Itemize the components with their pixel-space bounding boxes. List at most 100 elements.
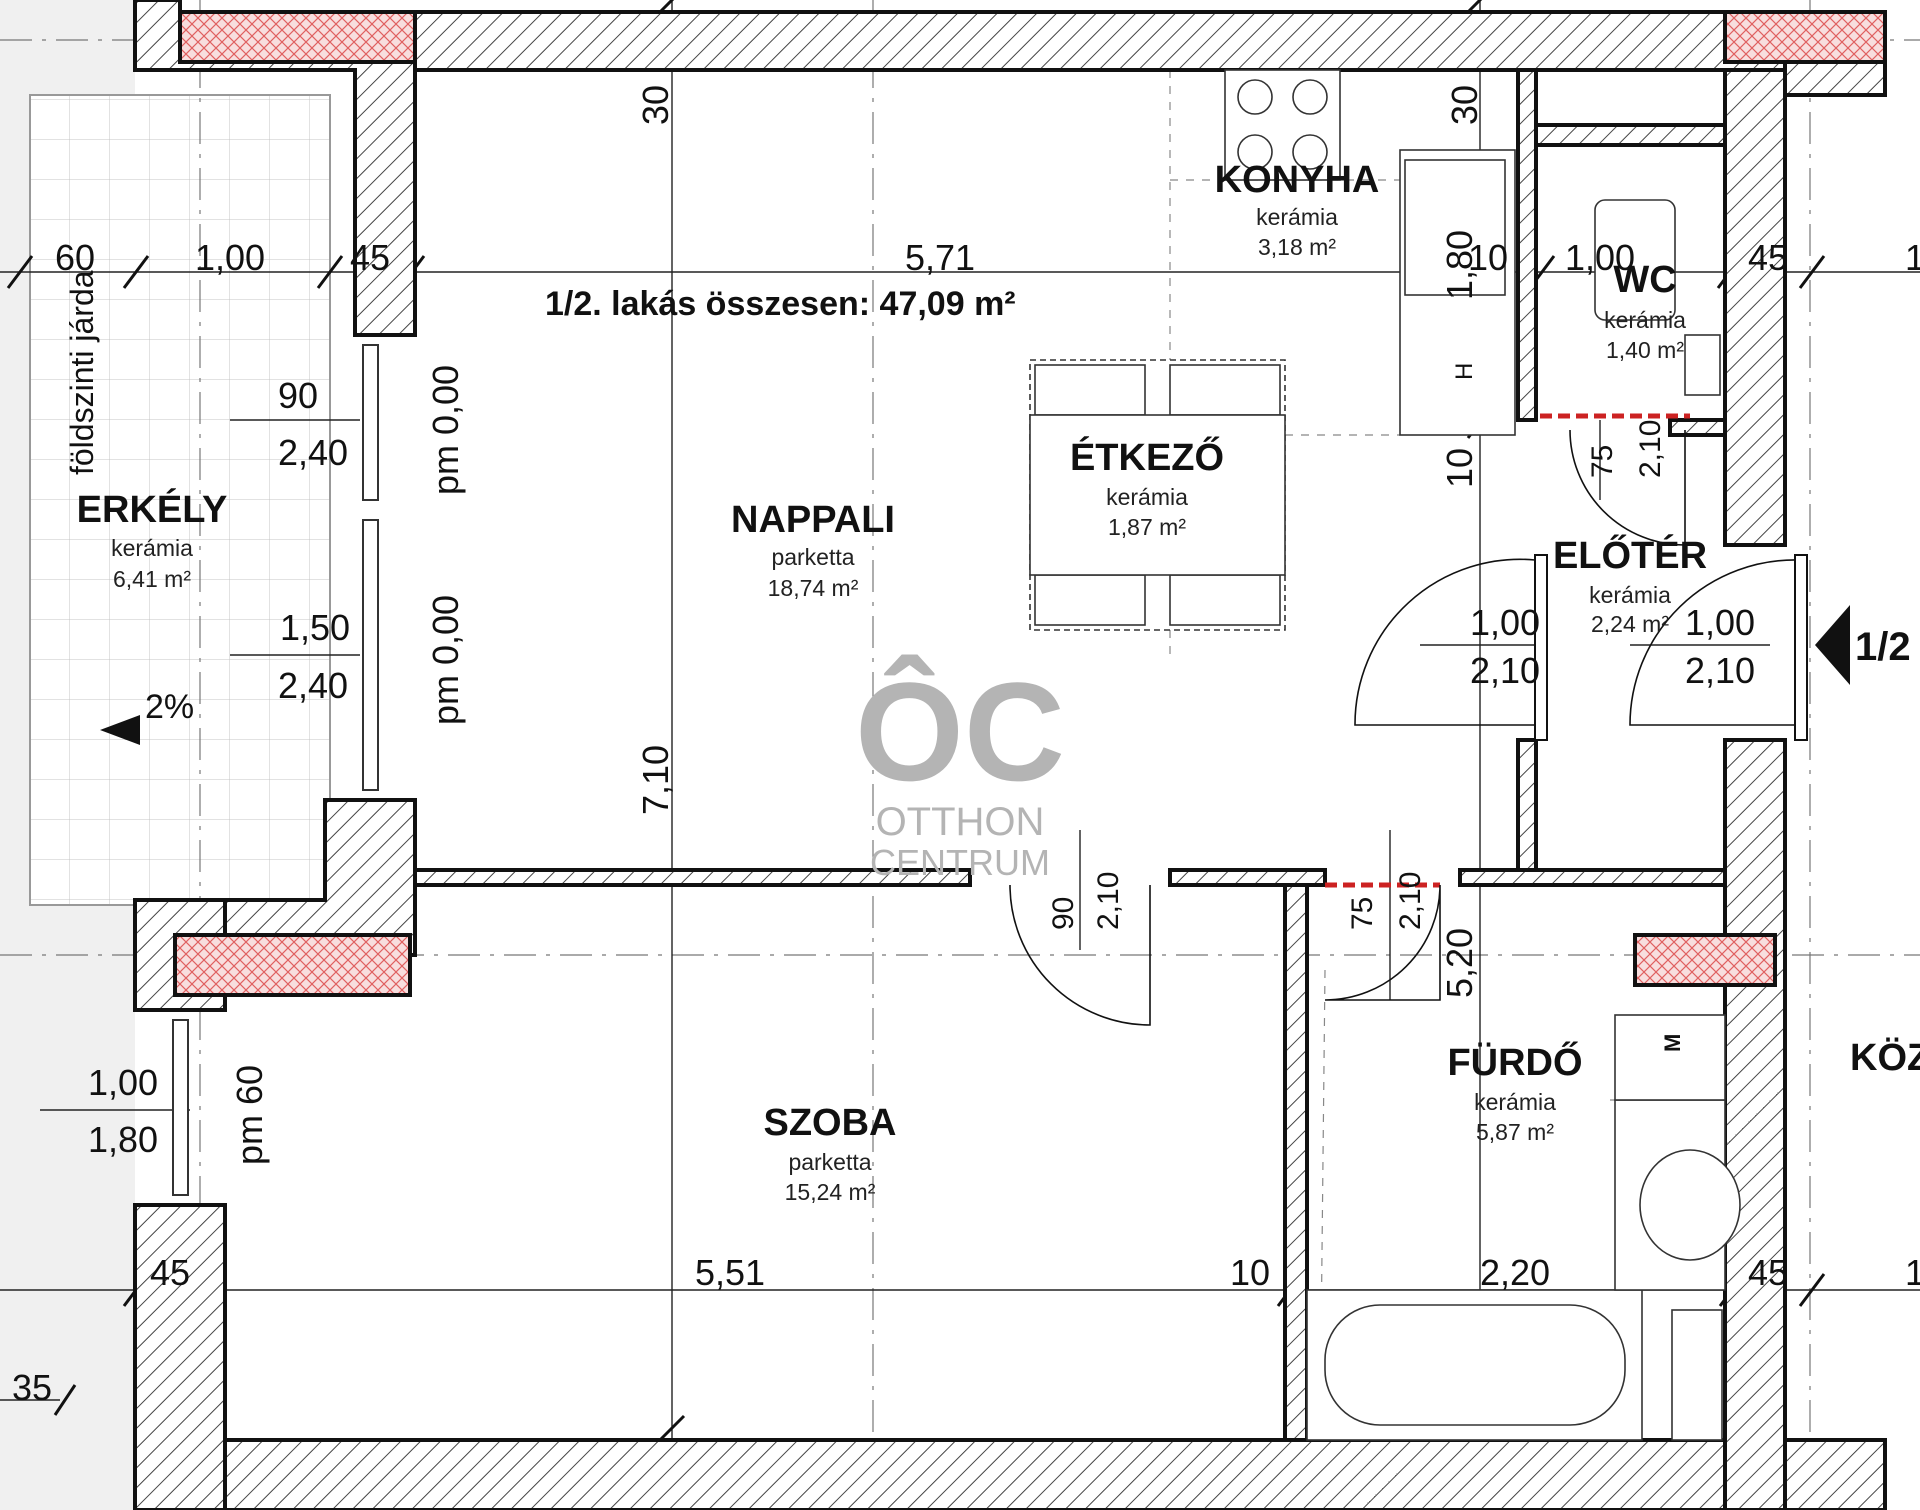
- dim-corner-35: 35: [12, 1367, 52, 1408]
- room-floor-erkely: kerámia: [111, 535, 193, 561]
- chimney-top-right: [1723, 10, 1887, 64]
- dim-entry-left-height: 2,10: [1470, 650, 1540, 691]
- dim-top-571: 5,71: [905, 237, 975, 278]
- wall-right-lower: [1723, 738, 1787, 1510]
- watermark-mark: ÔC: [855, 653, 1065, 810]
- watermark: ÔC OTTHON CENTRUM: [855, 653, 1065, 883]
- dim-wc-door-height: 2,10: [1634, 420, 1667, 478]
- dim-entry-right-width: 1,00: [1685, 602, 1755, 643]
- room-name-wc: WC: [1613, 259, 1676, 301]
- room-name-erkely: ERKÉLY: [77, 487, 228, 531]
- dim-wc-door-width: 75: [1586, 445, 1619, 478]
- dim-entry-left-width: 1,00: [1470, 602, 1540, 643]
- room-area-furdo: 5,87 m²: [1476, 1119, 1554, 1145]
- dim-kitchen-180: 1,80: [1439, 230, 1480, 300]
- dim-vertical-nappali: 7,10: [635, 745, 676, 815]
- window-balcony-2: [362, 519, 379, 791]
- chimney-left: [173, 933, 412, 997]
- dim-window2-height: 2,40: [278, 665, 348, 706]
- room-name-szoba: SZOBA: [764, 1102, 897, 1144]
- entrance-label: 1/2: [1855, 625, 1911, 669]
- room-floor-nappali: parketta: [771, 544, 854, 570]
- room-floor-eloter: kerámia: [1589, 582, 1671, 608]
- chimney-top-left: [178, 10, 417, 64]
- dim-window2-width: 1,50: [280, 607, 350, 648]
- dim-top-10: 10: [1468, 237, 1508, 278]
- dim-top-1: 1: [1905, 237, 1920, 278]
- windows: [172, 344, 379, 1196]
- room-area-eloter: 2,24 m²: [1591, 611, 1669, 637]
- door-sills: [1325, 413, 1690, 888]
- watermark-line2: CENTRUM: [870, 842, 1050, 883]
- room-name-etkezo: ÉTKEZŐ: [1070, 435, 1224, 479]
- dim-vertical-top-left: 30: [635, 85, 676, 125]
- room-area-szoba: 15,24 m²: [785, 1179, 876, 1205]
- dim-bottom-1: 1: [1905, 1252, 1920, 1293]
- dim-bottom-45a: 45: [150, 1252, 190, 1293]
- dim-furdo-door-width: 75: [1346, 897, 1379, 930]
- room-name-eloter: ELŐTÉR: [1553, 533, 1707, 577]
- dimension-labels: 60 1,00 45 5,71 10 1,00 45 1 45 5,51 10 …: [12, 85, 1920, 1408]
- room-floor-szoba: parketta: [788, 1149, 871, 1175]
- shaft-box: [1668, 418, 1727, 437]
- room-area-etkezo: 1,87 m²: [1108, 514, 1186, 540]
- window-balcony-1: [362, 344, 379, 501]
- dim-szoba-door-width: 90: [1047, 897, 1080, 930]
- partition-vertical-szoba: [1283, 883, 1309, 1442]
- room-area-erkely: 6,41 m²: [113, 566, 191, 592]
- room-area-nappali: 18,74 m²: [768, 575, 859, 601]
- balcony-tiles: [29, 94, 331, 906]
- partition-wc-top: [1534, 123, 1727, 147]
- partition-vertical-eloter: [1516, 738, 1538, 872]
- room-labels: ERKÉLY kerámia 6,41 m² NAPPALI parketta …: [77, 159, 1707, 1205]
- dim-window1-width: 90: [278, 375, 318, 416]
- room-floor-wc: kerámia: [1604, 307, 1686, 333]
- wall-right-upper: [1723, 68, 1787, 547]
- room-name-furdo: FÜRDŐ: [1447, 1040, 1582, 1084]
- room-name-konyha: KONYHA: [1215, 159, 1380, 201]
- dining-table: [1029, 359, 1286, 631]
- dim-window1-height: 2,40: [278, 432, 348, 473]
- door-entry-right: [1629, 559, 1801, 726]
- dim-bottom-551: 5,51: [695, 1252, 765, 1293]
- partition-horizontal-right: [1458, 868, 1727, 887]
- door-entry-left: [1354, 558, 1536, 726]
- kitchen-fixtures: [1224, 69, 1516, 436]
- bathroom-fixtures: [1306, 1014, 1741, 1441]
- dim-furdo-door-height: 2,10: [1394, 872, 1427, 930]
- sink-kitchen: [1404, 159, 1506, 296]
- dim-top-45a: 45: [350, 237, 390, 278]
- room-floor-konyha: kerámia: [1256, 204, 1338, 230]
- slope-label: 2%: [145, 688, 194, 726]
- wc-fixtures: [1594, 199, 1721, 396]
- door-szoba: [1009, 884, 1151, 1026]
- room-area-wc: 1,40 m²: [1606, 337, 1684, 363]
- dim-bottom-45b: 45: [1748, 1252, 1788, 1293]
- room-floor-etkezo: kerámia: [1106, 484, 1188, 510]
- sidewalk-label: földszinti járda: [64, 270, 100, 475]
- washing-machine: [1614, 1014, 1726, 1101]
- wall-right-outer: [1783, 58, 1887, 97]
- machine-label: M: [1660, 1034, 1685, 1052]
- partition-vertical-wc: [1516, 68, 1538, 422]
- wall-top: [178, 10, 1887, 72]
- dim-pm-1: pm 0,00: [425, 365, 466, 495]
- room-floor-furdo: kerámia: [1474, 1089, 1556, 1115]
- partition-horizontal-mid: [1168, 868, 1327, 887]
- dim-top-100: 1,00: [195, 237, 265, 278]
- slope-arrow-icon: [100, 715, 140, 745]
- hood-label: H: [1451, 363, 1478, 380]
- dim-window3-height: 1,80: [88, 1119, 158, 1160]
- room-area-konyha: 3,18 m²: [1258, 234, 1336, 260]
- dim-top-45b: 45: [1748, 237, 1788, 278]
- dim-kitchen-10: 10: [1439, 448, 1480, 488]
- room-name-nappali: NAPPALI: [731, 499, 895, 541]
- window-szoba: [172, 1019, 189, 1196]
- partition-horizontal-left: [413, 868, 972, 887]
- dim-pm-2: pm 0,00: [425, 595, 466, 725]
- dim-entry-right-height: 2,10: [1685, 650, 1755, 691]
- dim-top-100b: 1,00: [1565, 237, 1635, 278]
- watermark-line1: OTTHON: [876, 800, 1045, 844]
- chimneys: [173, 10, 1887, 997]
